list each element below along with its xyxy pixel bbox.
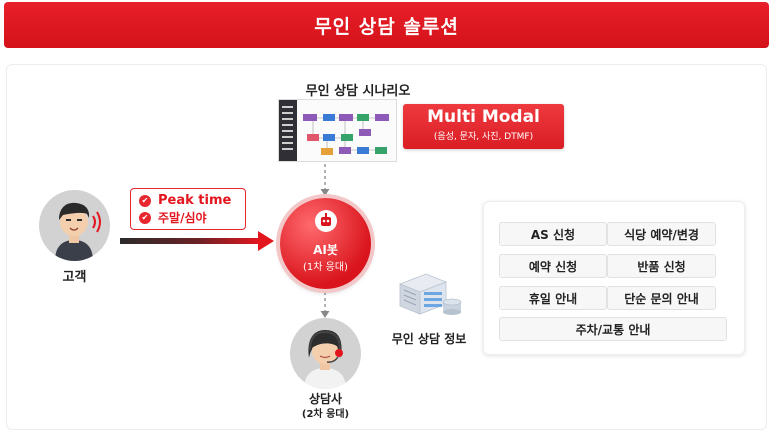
service-item: AS 신청 bbox=[499, 222, 607, 246]
peak-conditions-box: ✔ Peak time ✔ 주말/심야 bbox=[130, 188, 246, 230]
ai-bot-sublabel: (1차 응대) bbox=[303, 262, 348, 273]
agent-label-block: 상담사 (2차 응대) bbox=[280, 392, 371, 422]
service-item: 반품 신청 bbox=[607, 254, 716, 278]
agent-sublabel: (2차 응대) bbox=[301, 409, 350, 420]
peak-item: ✔ 주말/심야 bbox=[139, 209, 237, 226]
customer-label: 고객 bbox=[62, 270, 87, 285]
page-title-banner: 무인 상담 솔루션 bbox=[4, 2, 769, 48]
service-item: 식당 예약/변경 bbox=[607, 222, 716, 246]
server-label: 무인 상담 정보 bbox=[391, 332, 467, 346]
agent-avatar bbox=[290, 318, 361, 389]
peak-item: ✔ Peak time bbox=[139, 192, 237, 209]
ai-to-agent-arrowhead bbox=[320, 311, 330, 318]
service-item: 주차/교통 안내 bbox=[499, 317, 727, 341]
peak-item-label: Peak time bbox=[158, 193, 232, 208]
customer-avatar bbox=[39, 190, 110, 261]
multimodal-subtitle: (음성, 문자, 사진, DTMF) bbox=[433, 132, 534, 142]
service-item: 단순 문의 안내 bbox=[607, 286, 716, 310]
flowchart-thumbnail-icon bbox=[279, 100, 389, 161]
page-title: 무인 상담 솔루션 bbox=[314, 15, 459, 38]
server-database-icon bbox=[396, 270, 464, 318]
ai-bot-label: AI봇 bbox=[313, 243, 338, 257]
scenario-flow-thumbnail bbox=[278, 99, 397, 162]
scenario-to-ai-arrowhead bbox=[320, 189, 330, 196]
check-icon: ✔ bbox=[139, 194, 151, 207]
check-icon: ✔ bbox=[139, 211, 151, 224]
service-panel: AS 신청 식당 예약/변경 예약 신청 반품 신청 휴일 안내 단순 문의 안… bbox=[483, 201, 745, 355]
ai-bot-circle: AI봇 (1차 응대) bbox=[280, 198, 371, 289]
customer-to-ai-arrowhead bbox=[258, 231, 274, 251]
agent-label: 상담사 bbox=[308, 392, 343, 406]
customer-speaking-icon bbox=[55, 202, 101, 261]
robot-icon bbox=[315, 210, 337, 232]
multimodal-title: Multi Modal bbox=[427, 107, 540, 127]
headset-agent-icon bbox=[304, 330, 346, 389]
customer-to-ai-arrow-shaft bbox=[120, 238, 260, 244]
scenario-title: 무인 상담 시나리오 bbox=[305, 84, 411, 99]
peak-item-label: 주말/심야 bbox=[158, 211, 207, 225]
service-item: 휴일 안내 bbox=[499, 286, 607, 310]
multimodal-box: Multi Modal (음성, 문자, 사진, DTMF) bbox=[403, 104, 564, 149]
service-item: 예약 신청 bbox=[499, 254, 607, 278]
